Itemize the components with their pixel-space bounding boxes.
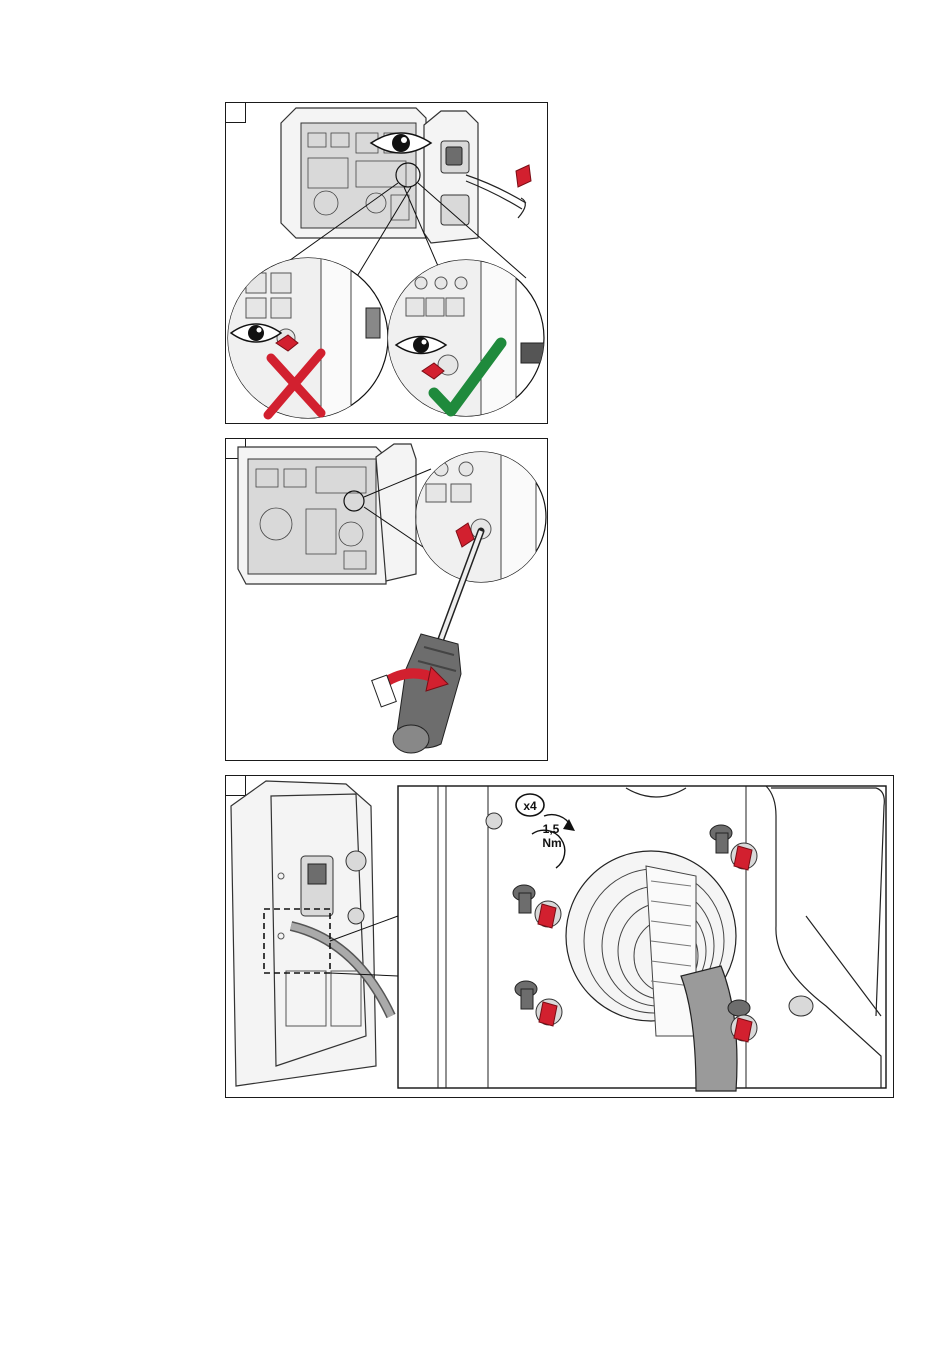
- step-arrow-icon: [516, 165, 531, 187]
- zoom-detail-correct: [386, 258, 548, 423]
- illustration-panel-2: [225, 438, 548, 761]
- illustration-panel-3: x4 1,5 Nm: [225, 775, 894, 1098]
- quantity-label: x4: [523, 799, 537, 813]
- cable-gland-fastening-illustration: x4 1,5 Nm: [226, 776, 894, 1098]
- zoom-detail-incorrect: [226, 253, 388, 423]
- screwdriver-illustration: [226, 439, 548, 761]
- torque-unit: Nm: [542, 836, 561, 850]
- quantity-badge: x4: [516, 794, 544, 816]
- illustration-panel-1: [225, 102, 548, 424]
- device-inspection-illustration: [226, 103, 548, 424]
- torque-value: 1,5: [543, 822, 560, 836]
